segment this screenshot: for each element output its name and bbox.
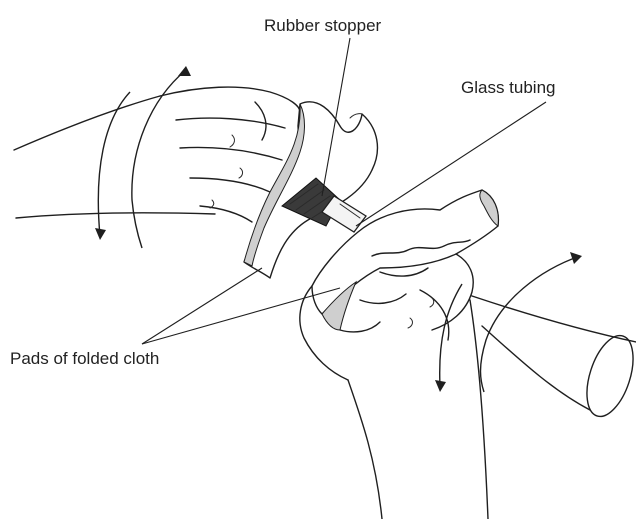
left-rotation-arrows-icon — [95, 66, 191, 248]
left-hand — [14, 87, 300, 222]
right-rotation-arrows-icon — [435, 252, 582, 392]
rubber-stopper-label: Rubber stopper — [264, 16, 382, 35]
pads-of-folded-cloth-label: Pads of folded cloth — [10, 349, 159, 368]
glass-tubing-label: Glass tubing — [461, 78, 556, 97]
flask — [472, 296, 636, 422]
